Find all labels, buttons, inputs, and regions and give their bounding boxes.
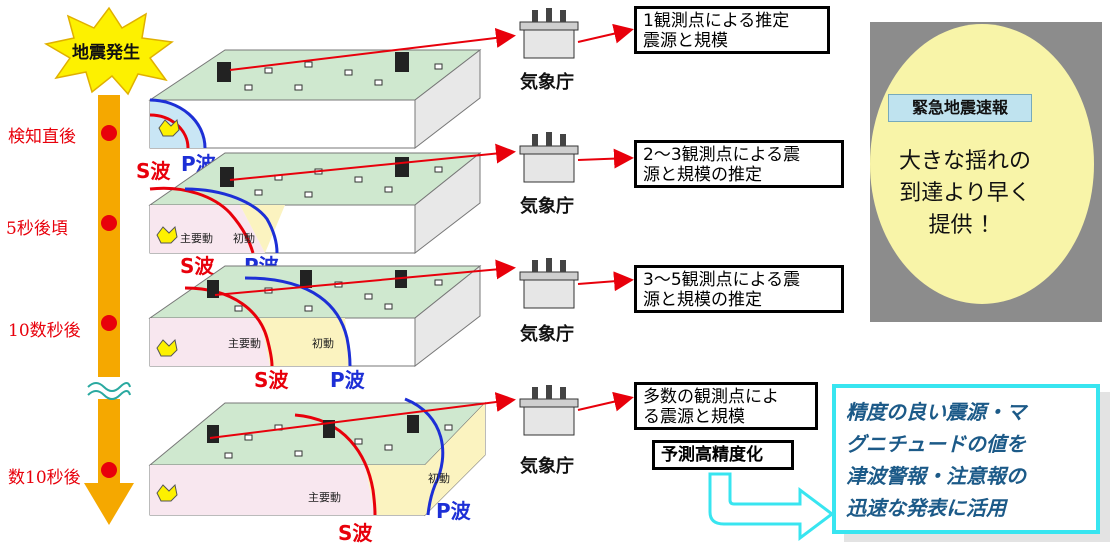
estimation-box-2: 2～3観測点による震 源と規模の推定	[634, 140, 844, 188]
agency-label: 気象庁	[520, 72, 574, 93]
earthquake-burst	[43, 6, 174, 96]
timeline-dot	[101, 125, 117, 141]
estimation-box-1: 1観測点による推定 震源と規模	[634, 6, 830, 54]
result-box: 精度の良い震源・マ グニチュードの値を 津波警報・注意報の 迅速な発表に活用	[832, 384, 1100, 534]
timeline-label: 数10秒後	[8, 468, 81, 488]
s-wave-label: S波	[338, 521, 373, 545]
estimation-box-4: 多数の観測点によ る震源と規模	[634, 382, 818, 430]
terrain-block-4	[148, 397, 487, 517]
main-motion-label: 主要動	[228, 337, 261, 350]
estimation-box-3: 3～5観測点による震 源と規模の推定	[634, 265, 844, 313]
alert-body: 大きな揺れの 到達より早く 提供 ！	[898, 149, 1031, 238]
timeline-arrow	[84, 95, 134, 525]
s-wave-label: S波	[254, 368, 289, 392]
first-motion-label: 初動	[233, 232, 255, 245]
main-motion-label: 主要動	[308, 491, 341, 504]
main-motion-label: 主要動	[180, 232, 213, 245]
agency-building-icon	[519, 8, 579, 59]
precision-label: 予測高精度化	[652, 440, 794, 470]
first-motion-label: 初動	[428, 472, 450, 485]
timeline-dot	[101, 462, 117, 478]
s-wave-label: S波	[180, 254, 215, 278]
burst-label: 地震発生	[72, 43, 140, 63]
timeline-dot	[101, 215, 117, 231]
timeline-label: 検知直後	[8, 127, 76, 147]
agency-building-icon	[519, 385, 579, 436]
agency-label: 気象庁	[520, 324, 574, 345]
agency-label: 気象庁	[520, 196, 574, 217]
timeline-label: 5秒後頃	[6, 219, 68, 239]
timeline-dot	[101, 315, 117, 331]
agency-building-icon	[519, 132, 579, 183]
p-wave-label: P波	[330, 368, 365, 392]
alert-title: 緊急地震速報	[888, 94, 1032, 122]
p-wave-label: P波	[436, 499, 471, 523]
first-motion-label: 初動	[312, 337, 334, 350]
agency-building-icon	[519, 258, 579, 309]
agency-label: 気象庁	[520, 456, 574, 477]
result-arrow	[708, 472, 835, 541]
timeline-label: 10数秒後	[8, 321, 81, 341]
s-wave-label: S波	[136, 159, 171, 183]
terrain-block-2	[148, 151, 482, 255]
terrain-block-1	[148, 48, 482, 150]
